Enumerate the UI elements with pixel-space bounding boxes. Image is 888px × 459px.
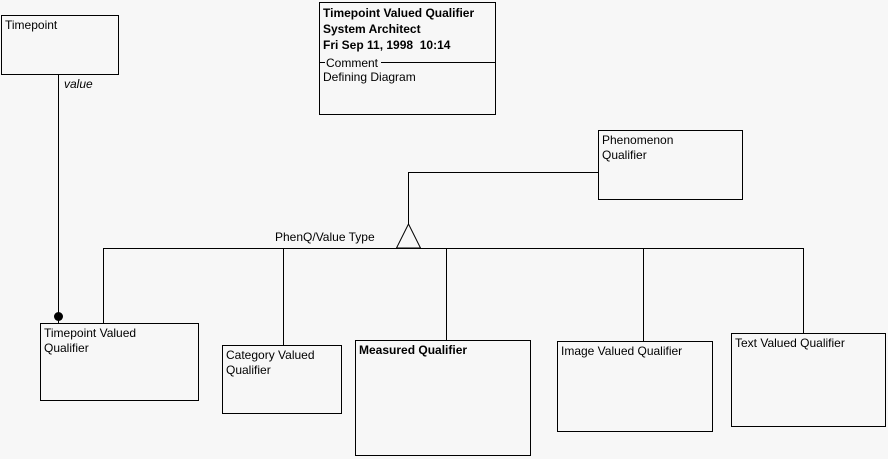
edge-label-value: value [64, 77, 93, 91]
connector-supertype-vertical [408, 172, 409, 224]
generalization-triangle-icon [396, 222, 422, 249]
connector-branch-category-valued [283, 248, 284, 345]
comment-separator-rule [381, 62, 495, 63]
edge-label-phenq-value-type: PhenQ/Value Type [275, 230, 375, 244]
connector-branch-timepoint-valued [103, 248, 104, 323]
node-timepoint[interactable]: Timepoint [1, 15, 119, 75]
node-text-valued-qualifier[interactable]: Text Valued Qualifier [731, 333, 886, 427]
title-block-diagram-name: Timepoint Valued Qualifier [323, 6, 475, 20]
comment-separator-label: Comment [326, 55, 379, 70]
node-phenomenon-qualifier[interactable]: Phenomenon Qualifier [598, 130, 743, 200]
connector-branch-image-valued [643, 248, 644, 341]
comment-separator: Comment [320, 55, 495, 70]
node-measured-qualifier[interactable]: Measured Qualifier [355, 340, 531, 456]
node-category-valued-qualifier[interactable]: Category Valued Qualifier [222, 345, 342, 414]
title-block-timestamp: Fri Sep 11, 1998 10:14 [323, 38, 451, 52]
title-block-tool-name: System Architect [323, 22, 421, 36]
comment-separator-dash [320, 62, 325, 63]
connector-supertype-horizontal [408, 172, 598, 173]
connector-value-association [58, 75, 59, 323]
node-timepoint-valued-qualifier[interactable]: Timepoint Valued Qualifier [40, 323, 199, 401]
connector-generalization-bus [103, 248, 804, 249]
connector-branch-text-valued [803, 248, 804, 333]
title-block-comment-text: Defining Diagram [323, 70, 416, 84]
connector-branch-measured [446, 248, 447, 340]
diagram-title-block: Timepoint Valued Qualifier System Archit… [319, 2, 496, 115]
association-end-dot [54, 312, 63, 321]
node-image-valued-qualifier[interactable]: Image Valued Qualifier [557, 341, 713, 432]
